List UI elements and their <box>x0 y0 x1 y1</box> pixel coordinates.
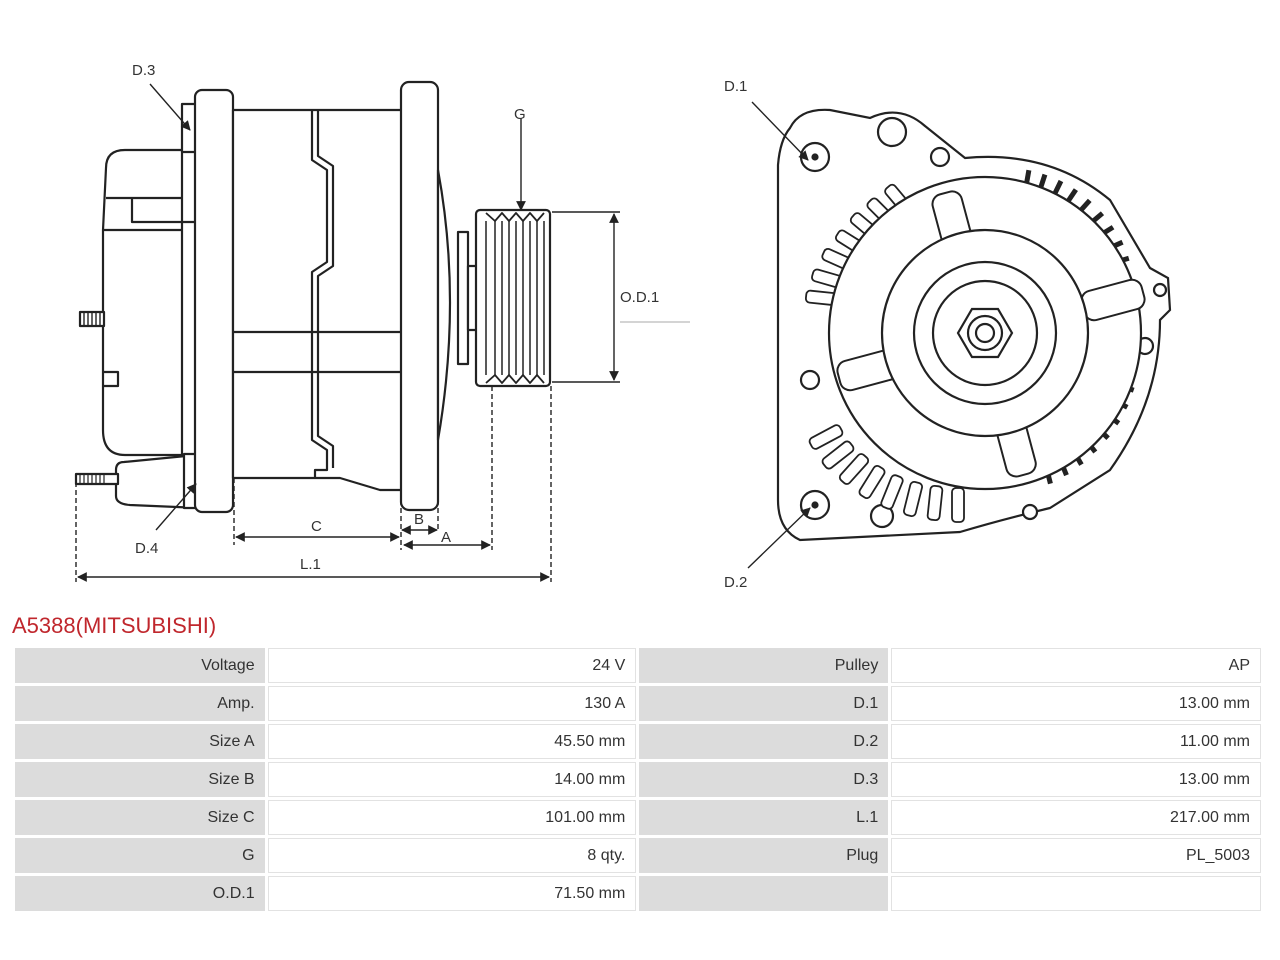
spec-value <box>891 876 1261 911</box>
spec-key: O.D.1 <box>15 876 265 911</box>
spec-value: AP <box>891 648 1261 683</box>
label-c: C <box>311 518 322 535</box>
label-l1: L.1 <box>300 556 321 573</box>
spec-value: PL_5003 <box>891 838 1261 873</box>
spec-value: 24 V <box>267 648 637 683</box>
spec-value: 14.00 mm <box>267 762 637 797</box>
terminal-stud-bottom <box>74 472 120 486</box>
label-a: A <box>441 529 451 546</box>
label-b: B <box>414 511 424 528</box>
vent-slots <box>804 183 965 523</box>
label-d4: D.4 <box>135 540 158 557</box>
spec-key: L.1 <box>639 800 889 835</box>
spec-key: Plug <box>639 838 889 873</box>
spec-key: Size C <box>15 800 265 835</box>
spec-value: 217.00 mm <box>891 800 1261 835</box>
spec-value: 45.50 mm <box>267 724 637 759</box>
spec-key: D.2 <box>639 724 889 759</box>
spec-key: Size A <box>15 724 265 759</box>
product-title: A5388(MITSUBISHI) <box>12 613 217 638</box>
spec-key: D.1 <box>639 686 889 721</box>
rear-cover <box>101 148 184 457</box>
label-d3: D.3 <box>132 62 155 79</box>
label-od1: O.D.1 <box>620 289 659 306</box>
spec-key: Amp. <box>15 686 265 721</box>
alternator-drawing: D.3 D.4 G O.D.1 B A C L.1 D.1 D.2 <box>74 62 1172 591</box>
front-flange <box>399 80 440 512</box>
spec-key: Pulley <box>639 648 889 683</box>
spec-key: Size B <box>15 762 265 797</box>
spec-key: Voltage <box>15 648 265 683</box>
spec-value: 11.00 mm <box>891 724 1261 759</box>
label-d2: D.2 <box>724 574 747 591</box>
label-d1: D.1 <box>724 78 747 95</box>
pulley <box>474 208 552 388</box>
side-view <box>74 80 552 514</box>
terminal-stud-top <box>78 310 106 328</box>
front-housing-dome <box>436 168 452 442</box>
spec-value: 13.00 mm <box>891 686 1261 721</box>
spec-key: D.3 <box>639 762 889 797</box>
dimension-lines <box>75 83 690 582</box>
spec-value: 8 qty. <box>267 838 637 873</box>
spec-value: 101.00 mm <box>267 800 637 835</box>
label-g: G <box>514 106 526 123</box>
spec-value: 71.50 mm <box>267 876 637 911</box>
diagram-labels: D.3 D.4 G O.D.1 B A C L.1 D.1 D.2 <box>132 62 747 591</box>
spec-value: 13.00 mm <box>891 762 1261 797</box>
spec-value: 130 A <box>267 686 637 721</box>
front-view <box>776 108 1172 542</box>
rear-flange <box>193 88 235 514</box>
spec-key: G <box>15 838 265 873</box>
spec-key <box>639 876 889 911</box>
